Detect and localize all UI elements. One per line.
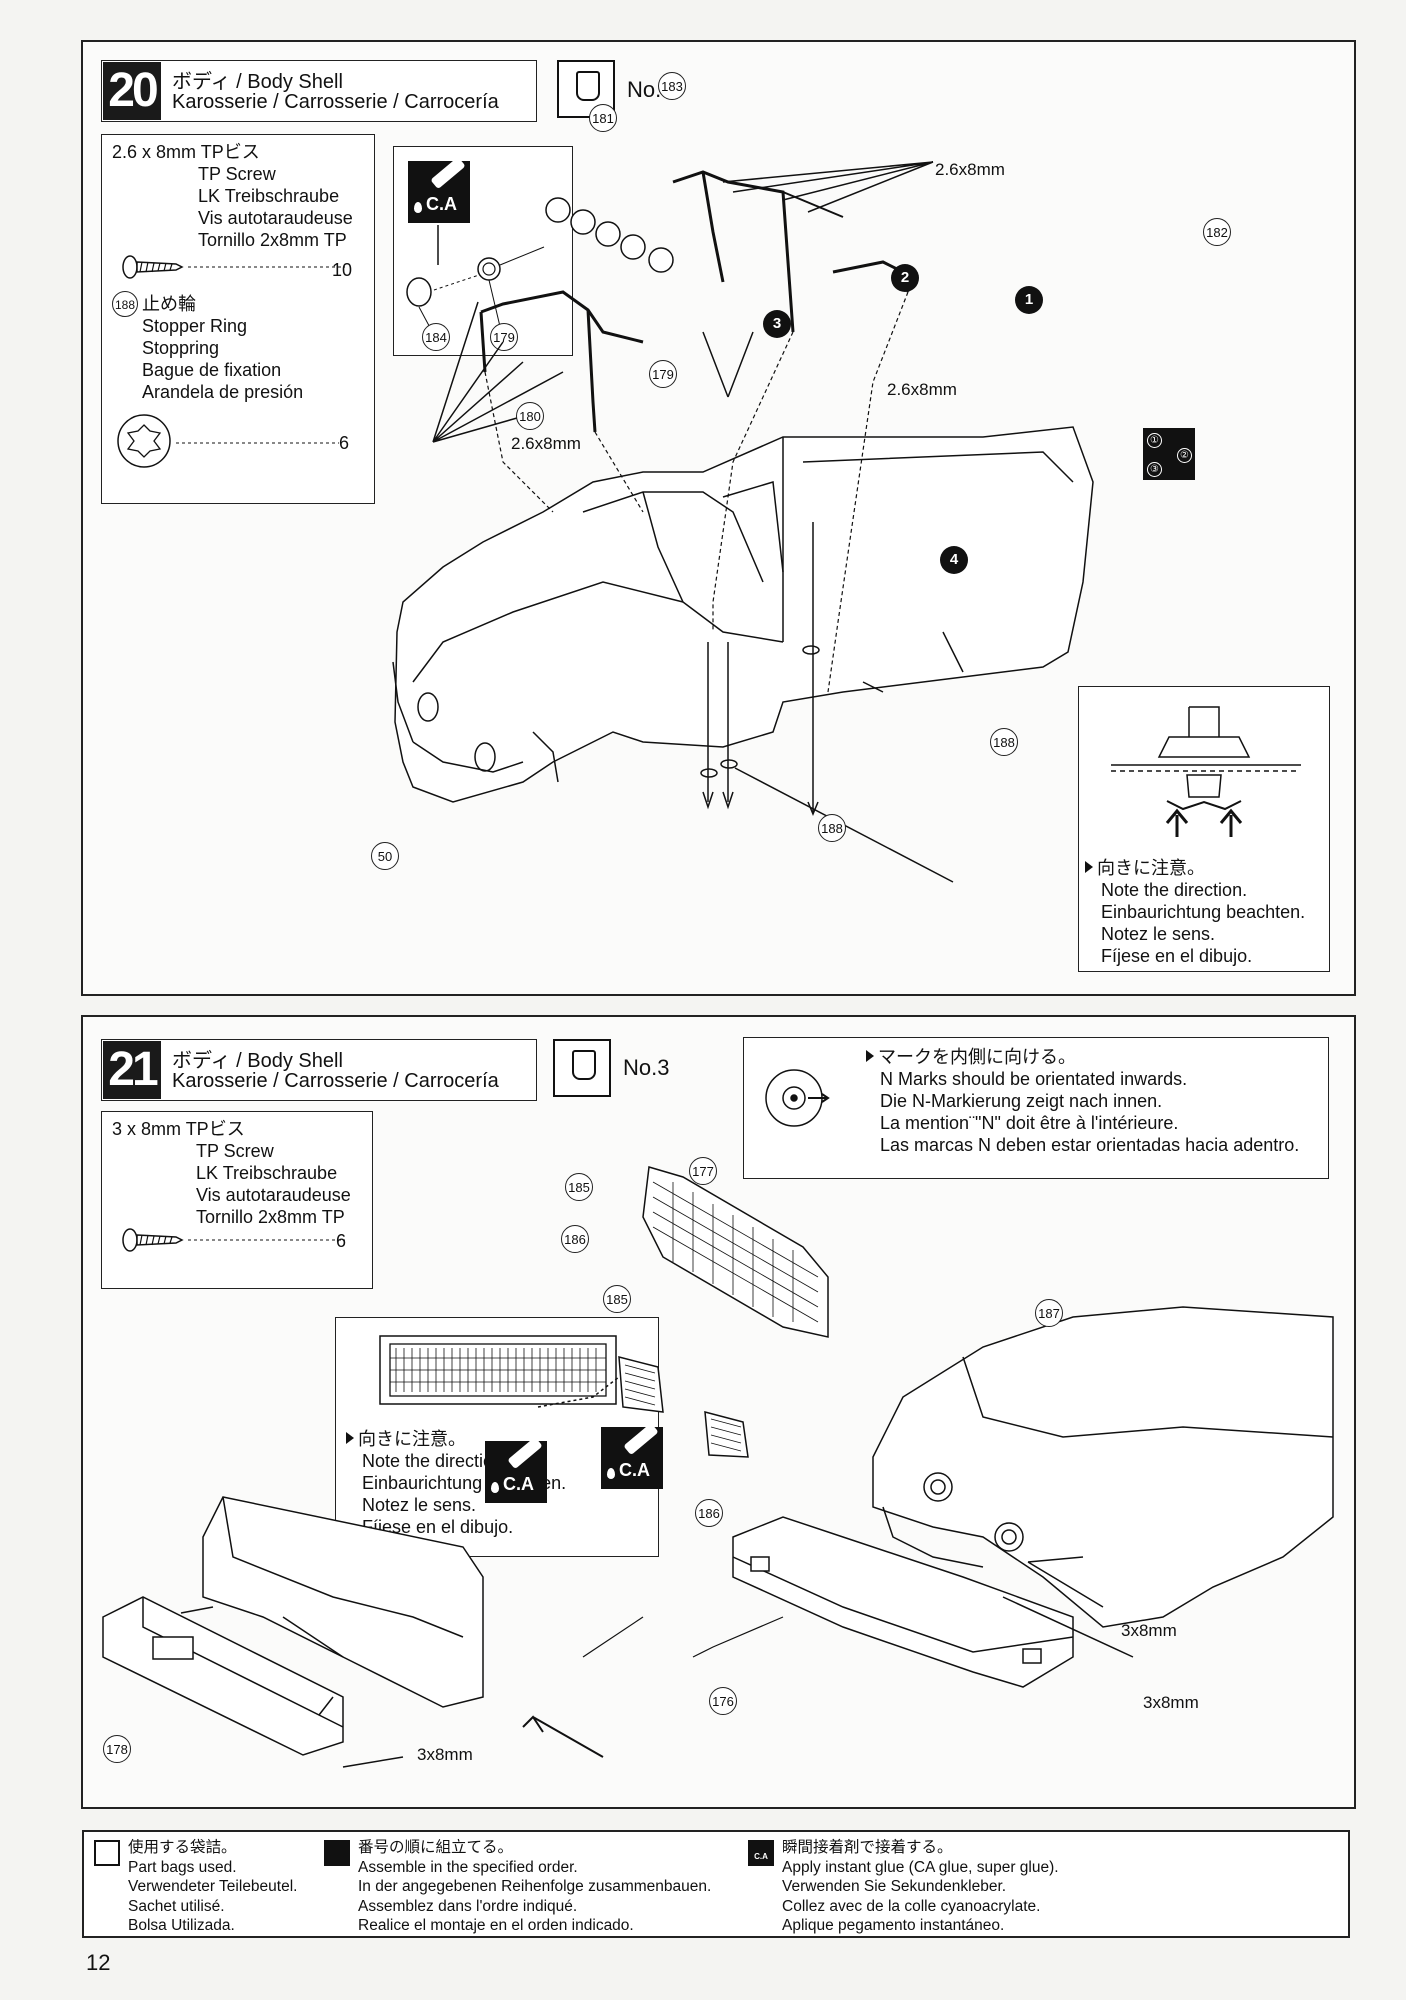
screw-icon (122, 255, 345, 279)
step-20-header: 20 ボディ / Body Shell Karosserie / Carross… (101, 60, 537, 122)
part-bag-icon (553, 1039, 611, 1097)
screw-name-fr: Vis autotaraudeuse (196, 1185, 351, 1205)
part-188-callout-2: 188 (818, 814, 846, 842)
step-20-panel: 20 ボディ / Body Shell Karosserie / Carross… (81, 40, 1356, 996)
screw-icon (122, 1228, 345, 1252)
part-50-callout: 50 (371, 842, 399, 870)
direction-note-en: Note the direction. (362, 1451, 509, 1471)
sequence-4-marker: 4 (940, 546, 968, 574)
ring-name-jp: 止め輪 (142, 294, 196, 314)
step-21-assembly-drawing (102, 1166, 1334, 1768)
step-21-bag-number: No.3 (623, 1055, 670, 1080)
n-mark-note-jp: マークを内側に向ける。 (866, 1046, 1076, 1069)
screw-name-es: Tornillo 2x8mm TP (196, 1207, 345, 1227)
direction-note-jp: 向きに注意。 (1085, 857, 1205, 880)
ring-name-en: Stopper Ring (142, 316, 248, 336)
part-184-callout: 184 (422, 323, 450, 351)
step-21-panel: 21 ボディ / Body Shell Karosserie / Carross… (81, 1015, 1356, 1809)
legend-order: 番号の順に組立てる。Assemble in the specified orde… (358, 1839, 712, 1934)
part-187-callout: 187 (1035, 1299, 1063, 1327)
part-178-callout: 178 (103, 1735, 131, 1763)
ca-glue-icon-2: C.A (601, 1422, 663, 1489)
screw-size-label: 3x8mm (1121, 1621, 1177, 1640)
direction-note-en: Note the direction. (1101, 880, 1248, 900)
direction-note-fr: Notez le sens. (362, 1495, 477, 1515)
sequence-3-marker: 3 (763, 310, 791, 338)
ca-glue-icon: C.A (485, 1436, 547, 1503)
direction-note-es: Fíjese en el dibujo. (362, 1517, 514, 1537)
part-176-callout: 176 (709, 1687, 737, 1715)
page-number: 12 (86, 1950, 111, 1975)
part-179-callout-inset: 179 (490, 323, 518, 351)
ring-name-de: Stoppring (142, 338, 220, 358)
part-180-callout: 180 (516, 402, 544, 430)
direction-note-de: Einbaurichtung beachten. (1101, 902, 1306, 922)
ring-name-es: Arandela de presión (142, 382, 304, 402)
n-mark-note-de: Die N-Markierung zeigt nach innen. (880, 1091, 1163, 1111)
step-20-ca-inset: C.A 184 179 (393, 146, 573, 356)
n-mark-note-es: Las marcas N deben estar orientadas haci… (880, 1135, 1300, 1155)
screw-size-label: 2.6x8mm (935, 160, 1005, 179)
sequence-1-marker: 1 (1015, 286, 1043, 314)
step-21-parts-box: 3 x 8mm TPビス TP Screw LK Treibschraube V… (101, 1111, 373, 1289)
ring-qty: 6 (339, 433, 350, 453)
stopper-ring-detail (1111, 706, 1301, 837)
stopper-ring-icon (117, 414, 339, 468)
part-183-callout: 183 (658, 72, 686, 100)
step-20-number: 20 (103, 62, 161, 120)
ring-part-number: 188 (112, 291, 138, 317)
step-20-direction-box: 向きに注意。 Note the direction. Einbaurichtun… (1078, 686, 1330, 972)
screw-name-de: LK Treibschraube (196, 1163, 338, 1183)
screw-qty: 10 (332, 260, 353, 280)
ca-glue-icon: C.A (408, 156, 470, 223)
screw-name-de: LK Treibschraube (198, 186, 340, 206)
n-mark-note-en: N Marks should be orientated inwards. (880, 1069, 1188, 1089)
part-188-callout: 188 (990, 728, 1018, 756)
direction-note-es: Fíjese en el dibujo. (1101, 946, 1253, 966)
part-186-callout: 186 (561, 1225, 589, 1253)
screw-size-label-3: 2.6x8mm (511, 434, 581, 453)
screw-name-fr: Vis autotaraudeuse (198, 208, 353, 228)
direction-note-fr: Notez le sens. (1101, 924, 1216, 944)
screw-name-jp: 2.6 x 8mm TPビス (112, 142, 260, 162)
screw-name-en: TP Screw (198, 164, 276, 184)
legend-glue: 瞬間接着剤で接着する。Apply instant glue (CA glue, … (782, 1839, 1059, 1934)
screw-name-jp: 3 x 8mm TPビス (112, 1119, 245, 1139)
screw-size-label-3: 3x8mm (417, 1745, 473, 1764)
assembly-order-legend-icon (324, 1840, 350, 1866)
n-mark-note-fr: La mention¨"N" doit être à l'intérieure. (880, 1113, 1179, 1133)
grille-detail (379, 1335, 617, 1405)
part-186-callout-2: 186 (695, 1499, 723, 1527)
screw-size-label-2: 2.6x8mm (887, 380, 957, 399)
legend-footer: 使用する袋詰。Part bags used.Verwendeter Teileb… (82, 1830, 1350, 1938)
part-185-callout-2: 185 (603, 1285, 631, 1313)
step-21-number: 21 (103, 1041, 161, 1099)
step-21-header: 21 ボディ / Body Shell Karosserie / Carross… (101, 1039, 537, 1101)
step-20-parts-box: 2.6 x 8mm TPビス TP Screw LK Treibschraube… (101, 134, 375, 504)
step-21-title-line2: Karosserie / Carrosserie / Carrocería (172, 1070, 499, 1092)
part-185-callout: 185 (565, 1173, 593, 1201)
step-20-title-line1: ボディ / Body Shell (172, 71, 343, 93)
step-20-title-line2: Karosserie / Carrosserie / Carrocería (172, 91, 499, 113)
ca-glue-legend-icon: C.A (748, 1840, 774, 1866)
sequence-2-marker: 2 (891, 264, 919, 292)
ring-name-fr: Bague de fixation (142, 360, 282, 380)
direction-note-jp: 向きに注意。 (346, 1428, 466, 1451)
n-mark-note-box: マークを内側に向ける。 N Marks should be orientated… (743, 1037, 1329, 1179)
legend-bags: 使用する袋詰。Part bags used.Verwendeter Teileb… (128, 1839, 298, 1934)
assembly-order-icon: ① ② ③ (1143, 428, 1195, 480)
part-bag-legend-icon (94, 1840, 120, 1866)
step-21-title-line1: ボディ / Body Shell (172, 1050, 343, 1072)
part-181-callout: 181 (589, 104, 617, 132)
screw-size-label-2: 3x8mm (1143, 1693, 1199, 1712)
part-182-callout: 182 (1203, 218, 1231, 246)
screw-name-en: TP Screw (196, 1141, 274, 1161)
step-20-assembly-drawing (392, 161, 1094, 883)
screw-qty: 6 (336, 1231, 347, 1251)
n-mark-icon (765, 1069, 830, 1127)
part-179-callout: 179 (649, 360, 677, 388)
screw-name-es: Tornillo 2x8mm TP (198, 230, 347, 250)
part-177-callout: 177 (689, 1157, 717, 1185)
